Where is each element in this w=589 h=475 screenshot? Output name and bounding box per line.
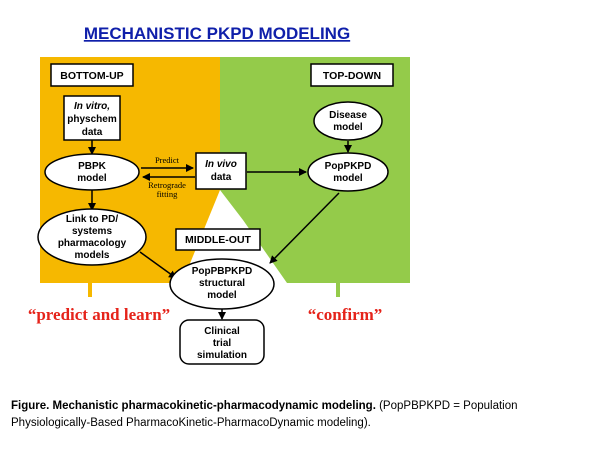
svg-text:simulation: simulation	[197, 350, 247, 361]
svg-text:model: model	[77, 173, 107, 184]
svg-text:In vivo: In vivo	[205, 159, 237, 170]
svg-text:MIDDLE-OUT: MIDDLE-OUT	[185, 234, 251, 246]
figure-caption: Figure. Mechanistic pharmacokinetic-phar…	[11, 398, 581, 432]
top-down-tick	[336, 283, 340, 297]
predict-label: Predict	[155, 155, 180, 165]
svg-text:data: data	[82, 127, 103, 138]
svg-text:model: model	[207, 290, 237, 301]
svg-text:TOP-DOWN: TOP-DOWN	[323, 70, 381, 82]
svg-text:PBPK: PBPK	[78, 161, 107, 172]
middle-out-label: MIDDLE-OUT	[175, 228, 261, 251]
svg-text:In vitro,: In vitro,	[74, 101, 110, 112]
svg-text:PopPKPD: PopPKPD	[325, 161, 372, 172]
top-down-label: TOP-DOWN	[310, 63, 394, 87]
predict-and-learn-quote: “predict and learn”	[28, 305, 170, 324]
svg-text:BOTTOM-UP: BOTTOM-UP	[60, 70, 123, 82]
arrow-linkpd-to-poppbpkpd	[139, 251, 177, 279]
svg-text:Link to PD/: Link to PD/	[66, 214, 118, 225]
svg-text:model: model	[333, 122, 363, 133]
svg-text:trial: trial	[213, 338, 232, 349]
in-vitro-data-node: In vitro, physchem data	[63, 95, 121, 141]
fitting-label: fitting	[157, 189, 179, 199]
poppbpkpd-structural-model-node: PopPBPKPD structural model	[169, 258, 275, 310]
svg-text:Clinical: Clinical	[204, 326, 240, 337]
retrograde-label: Retrograde	[148, 180, 186, 190]
caption-text: (PopPBPKPD = Population Physiologically-…	[11, 400, 518, 429]
poppkpd-model-node: PopPKPD model	[307, 152, 389, 192]
svg-text:Disease: Disease	[329, 110, 367, 121]
clinical-trial-simulation-node: Clinical trial simulation	[179, 319, 265, 365]
svg-text:models: models	[74, 250, 109, 261]
bottom-up-label: BOTTOM-UP	[50, 63, 134, 87]
svg-text:physchem: physchem	[67, 114, 117, 125]
caption-bold: Figure. Mechanistic pharmacokinetic-phar…	[11, 400, 376, 412]
diagram-title: MECHANISTIC PKPD MODELING	[84, 24, 350, 43]
confirm-quote: “confirm”	[308, 305, 383, 324]
link-pd-models-node: Link to PD/ systems pharmacology models	[37, 208, 147, 266]
svg-text:systems: systems	[72, 226, 112, 237]
in-vivo-data-node: In vivo data	[195, 152, 247, 190]
bottom-up-tick	[88, 283, 92, 297]
svg-text:PopPBPKPD: PopPBPKPD	[192, 266, 253, 277]
svg-text:pharmacology: pharmacology	[58, 238, 127, 249]
pbpk-model-node: PBPK model	[44, 153, 140, 191]
disease-model-node: Disease model	[313, 101, 383, 141]
svg-text:model: model	[333, 173, 363, 184]
svg-text:structural: structural	[199, 278, 245, 289]
arrow-poppkpd-to-poppbpkpd	[269, 192, 340, 264]
svg-text:data: data	[211, 172, 232, 183]
